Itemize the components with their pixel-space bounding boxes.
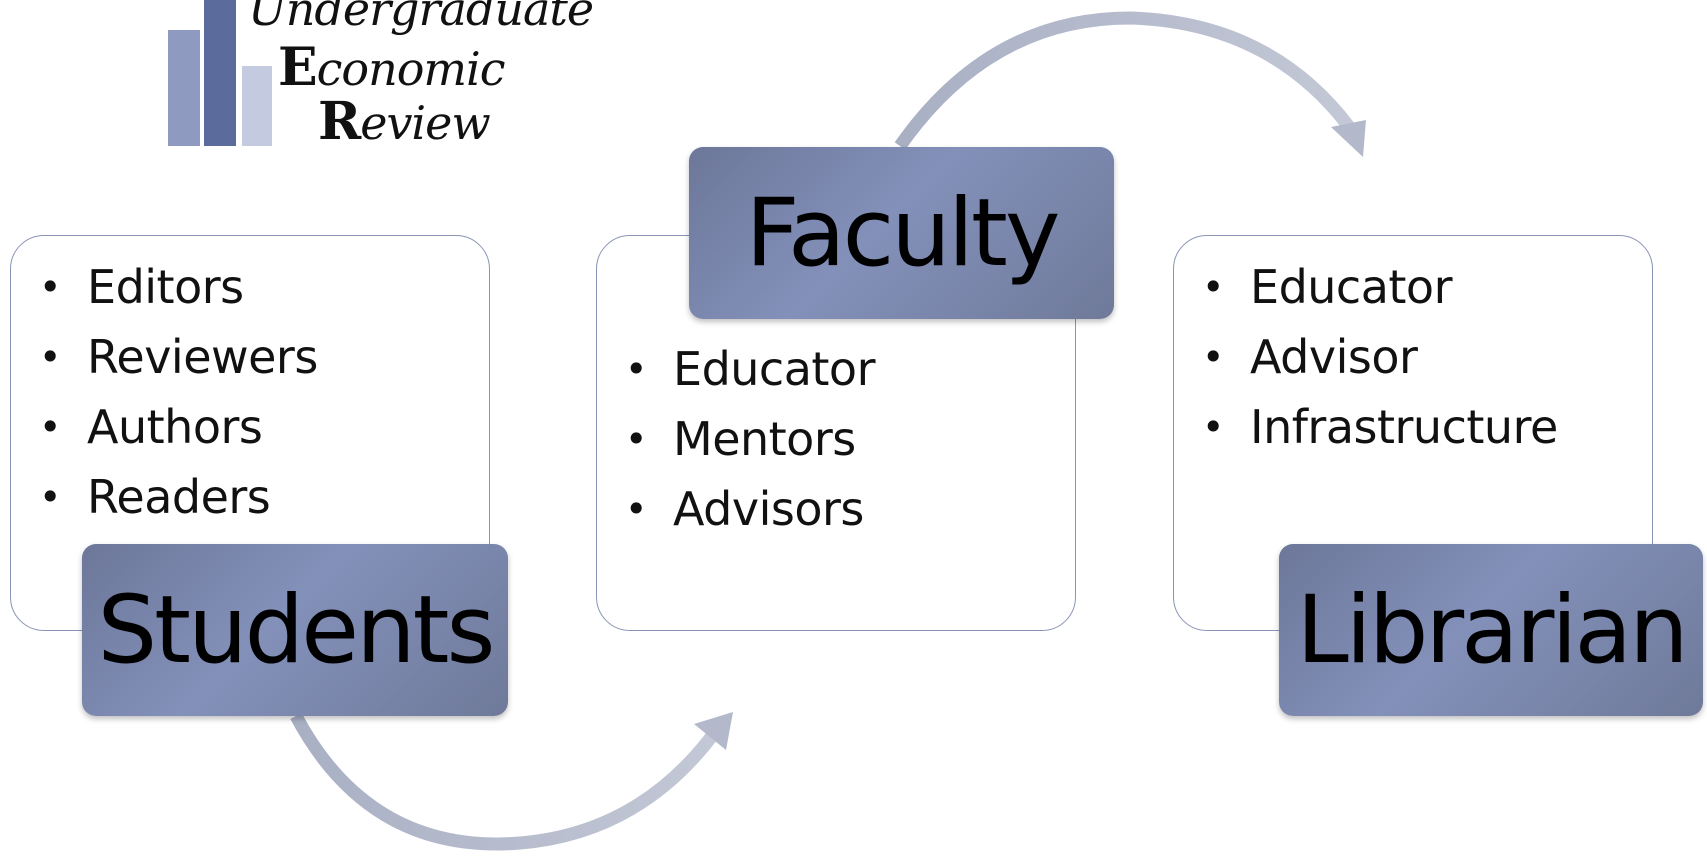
list-item: Educator [1184,252,1558,322]
students-title: Students [82,544,508,716]
logo-line-1: Undergraduate [248,0,594,32]
faculty-title: Faculty [689,147,1114,319]
list-item: Readers [21,462,318,532]
list-item: Mentors [607,404,875,474]
list-item: Educator [607,334,876,404]
list-item: Infrastructure [1184,392,1558,462]
logo-bar [168,30,200,146]
list-item: Reviewers [21,322,318,392]
list-item: Advisors [607,474,875,544]
logo-line-1-text: Undergraduate [248,0,594,36]
logo-line-2: Economic [278,37,506,98]
list-item: Authors [21,392,318,462]
faculty-list: Educator Mentors Advisors [607,334,876,544]
arrow-students-to-faculty [290,712,733,851]
logo-bar [242,66,272,146]
logo-line-3: Review [318,91,491,152]
journal-logo: Undergraduate Economic Review [160,0,594,152]
list-item: Editors [21,252,318,322]
list-item: Advisor [1184,322,1558,392]
students-list: Editors Reviewers Authors Readers [21,252,318,532]
logo-bar [204,0,236,146]
arrow-faculty-to-librarian [894,11,1366,157]
librarian-list: Educator Advisor Infrastructure [1184,252,1558,462]
librarian-title: Librarian [1279,544,1703,716]
